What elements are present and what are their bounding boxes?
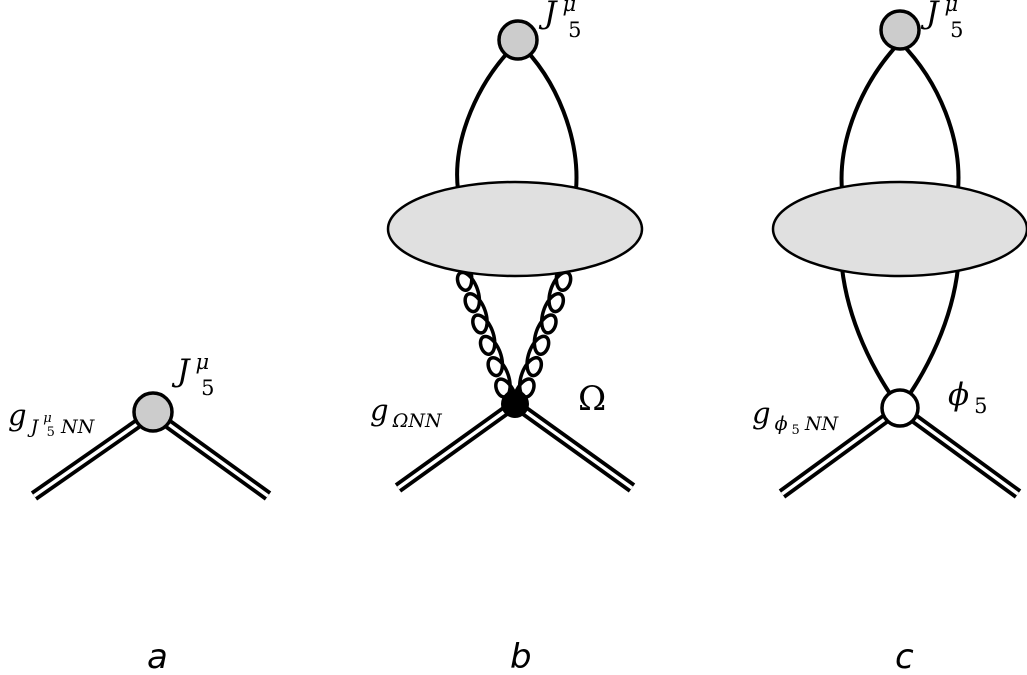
panel-b-gluon-left xyxy=(455,266,518,399)
panel-c-label: c xyxy=(895,637,914,675)
panel-c-quark-line-bottom-left xyxy=(840,267,902,410)
panel-a-vertex-label: J μ 5 xyxy=(171,350,214,400)
panel-c: J μ 5 ϕ 5 g ϕ 5 NN c xyxy=(752,0,1027,675)
panel-c-quark-line-top-left xyxy=(839,40,902,191)
panel-b-label: b xyxy=(510,637,532,675)
panel-b-hadronic-blob xyxy=(386,180,644,278)
panel-b-axial-current-vertex xyxy=(497,19,539,61)
panel-b: J μ 5 Ω g ΩNN b xyxy=(370,0,644,675)
panel-a-axial-current-vertex xyxy=(132,391,174,433)
panel-b-gluon-right xyxy=(512,266,573,399)
panel-c-axial-current-vertex xyxy=(879,9,921,51)
panel-b-quark-line-left xyxy=(455,40,520,191)
panel-c-pseudoscalar-vertex xyxy=(880,388,920,428)
panel-a-coupling-label: g J μ 5 NN xyxy=(8,398,96,440)
panel-b-omega-vertex xyxy=(501,390,529,418)
panel-b-coupling-label: g ΩNN xyxy=(370,393,443,432)
panel-c-quark-line-top-right xyxy=(898,40,961,191)
panel-b-gluon-lines xyxy=(455,266,573,399)
panel-c-top-label: J μ 5 xyxy=(920,0,963,42)
panel-c-hadronic-blob xyxy=(771,180,1027,278)
panel-a: J μ 5 g J μ 5 NN a xyxy=(8,350,272,675)
panel-c-coupling-label: g ϕ 5 NN xyxy=(752,396,839,438)
panel-a-label: a xyxy=(147,637,168,675)
panel-b-top-label: J μ 5 xyxy=(538,0,581,42)
panel-c-vertex-label: ϕ 5 xyxy=(948,377,988,418)
panel-b-vertex-label: Ω xyxy=(578,379,606,419)
panel-b-quark-line-right xyxy=(516,40,579,191)
